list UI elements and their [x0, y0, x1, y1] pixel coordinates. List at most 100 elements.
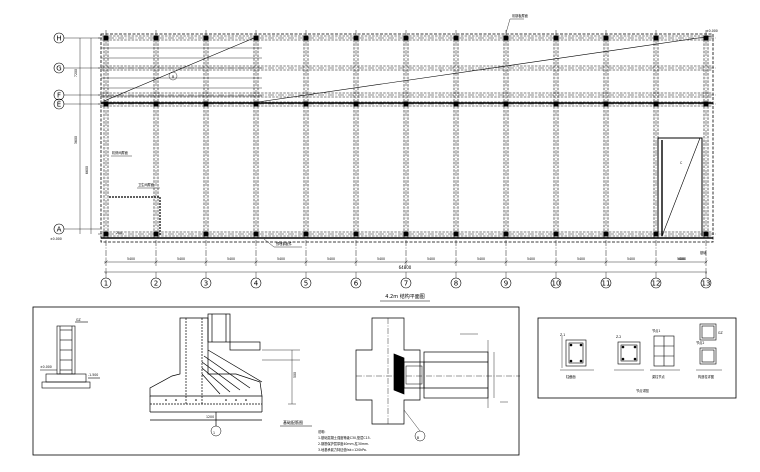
axis-bubble-label: H: [56, 34, 61, 42]
level-note: ±0.000: [50, 237, 62, 241]
axis-bubble-label: 2: [154, 280, 158, 288]
column-mark: [153, 35, 159, 41]
section-label: 节点1: [652, 328, 660, 333]
column-mark: [453, 231, 459, 237]
column-mark: [253, 101, 259, 107]
column-mark: [453, 35, 459, 41]
axis-bubble: [250, 277, 262, 289]
axis-bubble: [300, 277, 312, 289]
bay-dimension: 5400: [527, 257, 535, 261]
column-mark: [403, 231, 409, 237]
axis-bubble: [200, 277, 212, 289]
column-mark: [503, 35, 509, 41]
room-label: 机修间屋面: [112, 150, 128, 155]
detail-panel2-labels: Z-1 Z-2 节点1 节点2 GZ 柱截面 梁柱节点 构造柱详图 节点详图: [560, 328, 723, 393]
bay-dimension: 5400: [577, 257, 585, 261]
column-mark: [703, 101, 709, 107]
axis-bubble: [650, 277, 662, 289]
axis-bubble-label: 5: [304, 280, 308, 288]
room-outline: [109, 196, 161, 236]
section-subtitle: 梁柱节点: [652, 374, 666, 379]
slope-line: [661, 137, 701, 237]
detail-label: GZ: [76, 318, 81, 322]
slope-line: [103, 37, 255, 102]
axis-bubble: [350, 277, 362, 289]
axis-bubble-label: 3: [204, 280, 208, 288]
foundation-section: [149, 313, 300, 437]
vertical-beams: [103, 36, 709, 238]
leader-line: [263, 238, 275, 248]
column-mark: [103, 101, 109, 107]
axis-bubble-label: 6: [354, 280, 359, 288]
column-mark: [153, 231, 159, 237]
column-mark: [553, 35, 559, 41]
axis-bubble-label: 11: [602, 280, 611, 288]
column-mark: [603, 35, 609, 41]
axis-bubble: [550, 277, 562, 289]
bay-dimension: 5400: [177, 257, 185, 261]
dim-ticks: [104, 258, 708, 274]
detail-dim: 500: [293, 372, 297, 378]
column-mark: [303, 35, 309, 41]
diagonal-label: A: [440, 69, 443, 73]
bay-dimension: 5400: [477, 257, 485, 261]
column-section-3: [650, 335, 680, 371]
column-mark: [103, 35, 109, 41]
axis-bubble: [450, 277, 462, 289]
bay-dimension: 5400: [377, 257, 385, 261]
bay-dimension: 5400: [427, 257, 435, 261]
section-bubble: 1: [213, 431, 215, 435]
axis-bubble-label: 7: [404, 280, 408, 288]
axis-bubble-label: 9: [504, 280, 508, 288]
callout-circle: [168, 71, 178, 81]
left-dim: 3600: [74, 136, 78, 144]
column-mark: [553, 101, 559, 107]
detail-dim: 1200: [206, 415, 214, 419]
detail-title: 基础配筋图: [283, 419, 303, 425]
bay-dimension: 5400: [627, 257, 635, 261]
axis-bubble-label: 10: [552, 280, 561, 288]
column-mark: [203, 35, 209, 41]
detail-panel-sections: [537, 317, 737, 399]
panel-frame: [32, 306, 520, 456]
column-mark: [653, 101, 659, 107]
column-mark: [503, 231, 509, 237]
column-mark: [253, 35, 259, 41]
column-mark: [203, 101, 209, 107]
columns: [103, 35, 709, 237]
axis-bubble-label: G: [56, 64, 61, 72]
note-line: 说明:: [318, 429, 325, 434]
panel-frame: [537, 317, 737, 399]
column-mark: [453, 101, 459, 107]
level-note: ±0.000: [706, 29, 718, 33]
detail-panel-foundation: [32, 306, 520, 456]
column-section-4: [696, 323, 722, 371]
diagonal-label: C: [680, 161, 683, 165]
note-line: 2.钢筋保护层厚度40mm,柱30mm.: [318, 441, 369, 446]
column-mark: [203, 231, 209, 237]
axis-bubble: [400, 277, 412, 289]
column-section-2: [614, 341, 644, 371]
roof-hatch: [101, 47, 262, 97]
section-label: GZ: [718, 331, 723, 335]
axis-bubble: [600, 277, 612, 289]
axis-bubble: [700, 277, 712, 289]
column-mark: [403, 101, 409, 107]
axis-bubble-label: 4: [254, 280, 259, 288]
bay-dimension: 5400: [277, 257, 285, 261]
detail-panel1-labels: 1 B GZ ±0.000 -1.500 500 1200 基础配筋图 说明: …: [40, 318, 419, 452]
slope-line: [257, 35, 713, 103]
section-bubble: B: [417, 436, 419, 440]
bay-dimension: 5400: [677, 257, 685, 261]
axis-bubble-label: F: [57, 91, 61, 99]
axis-bubble: [500, 277, 512, 289]
right-dim: 4500: [678, 257, 686, 261]
axis-bubble-label: E: [57, 100, 61, 108]
column-mark: [353, 231, 359, 237]
column-mark: [153, 101, 159, 107]
axis-bubble-label: 12: [652, 280, 661, 288]
